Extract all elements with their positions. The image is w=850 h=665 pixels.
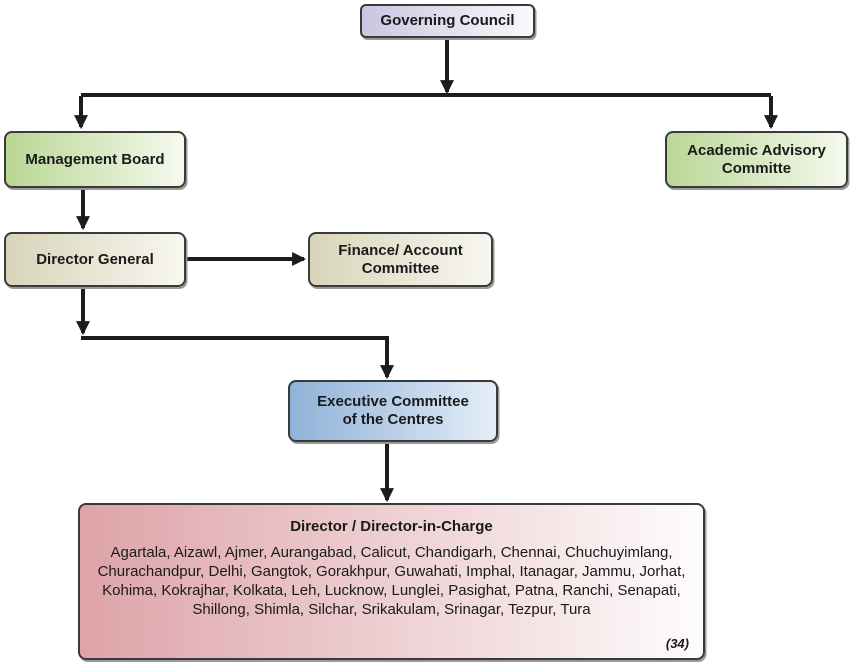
node-director-in-charge: Director / Director-in-Charge Agartala, … xyxy=(78,503,705,660)
director-in-charge-title: Director / Director-in-Charge xyxy=(290,518,493,535)
node-finance-account-committee-label: Finance/ Account Committee xyxy=(338,241,463,277)
centres-list: Agartala, Aizawl, Ajmer, Aurangabad, Cal… xyxy=(97,544,686,618)
centres-count-badge: (34) xyxy=(665,636,689,651)
node-management-board: Management Board xyxy=(4,131,186,188)
node-director-general: Director General xyxy=(4,232,186,287)
node-academic-advisory-committe-label: Academic Advisory Committe xyxy=(687,141,826,177)
node-governing-council-label: Governing Council xyxy=(380,12,515,29)
node-director-general-label: Director General xyxy=(36,250,154,268)
node-academic-advisory-committe: Academic Advisory Committe xyxy=(665,131,848,188)
node-governing-council: Governing Council xyxy=(360,4,535,38)
node-finance-account-committee: Finance/ Account Committee xyxy=(308,232,493,287)
node-executive-committee: Executive Committee of the Centres xyxy=(288,380,498,442)
node-management-board-label: Management Board xyxy=(25,150,165,168)
node-executive-committee-label: Executive Committee of the Centres xyxy=(317,393,469,428)
